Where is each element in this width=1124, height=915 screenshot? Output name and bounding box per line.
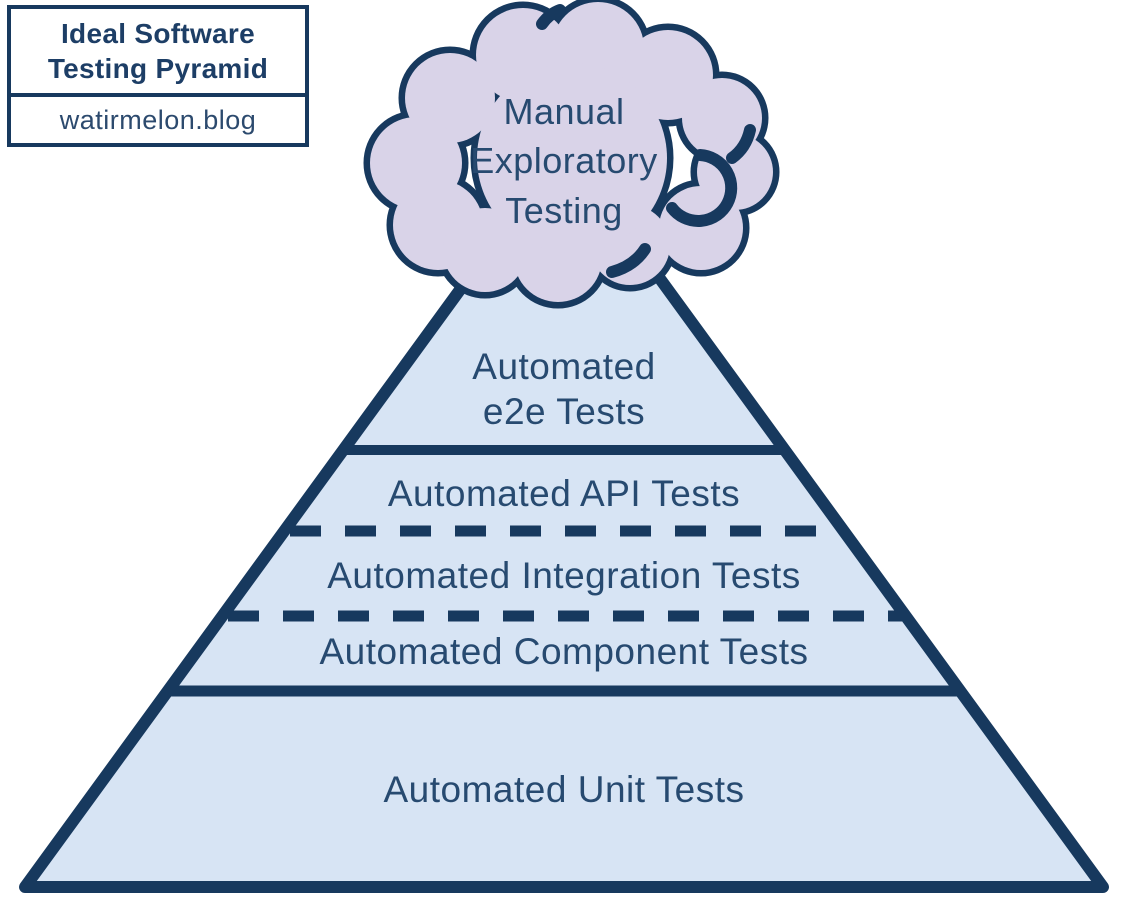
badge-title-line1: Ideal Software	[60, 18, 256, 49]
pyramid-shape	[19, 141, 1109, 893]
layer-label-e2e-line1: Automated	[472, 346, 656, 387]
layer-label-e2e-line2: e2e Tests	[482, 391, 646, 432]
cloud-label-line2: Exploratory	[470, 140, 658, 181]
layer-label-integration: Automated Integration Tests	[327, 555, 801, 596]
cloud-fill	[370, 2, 773, 302]
badge-title-line2: Testing Pyramid	[47, 53, 269, 84]
layer-label-unit: Automated Unit Tests	[383, 769, 745, 810]
cloud-label-line3: Testing	[505, 190, 623, 231]
layer-label-component: Automated Component Tests	[319, 631, 809, 672]
title-badge: Ideal Software Testing Pyramid watirmelo…	[7, 5, 309, 147]
layer-label-api: Automated API Tests	[387, 473, 741, 514]
cloud-detail-arcs	[536, 4, 756, 278]
badge-title: Ideal Software Testing Pyramid	[11, 9, 305, 93]
badge-site: watirmelon.blog	[11, 93, 305, 143]
cloud-label-line1: Manual	[503, 91, 625, 132]
